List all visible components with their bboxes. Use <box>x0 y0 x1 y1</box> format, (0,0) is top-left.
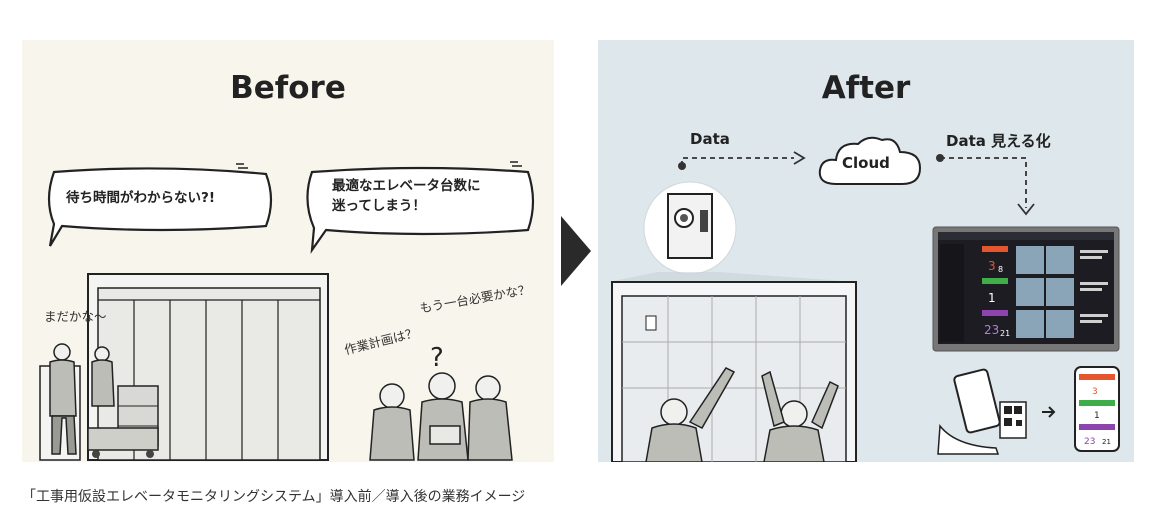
data-flow-lines <box>678 151 1035 216</box>
speech-madaka: まだかな〜 <box>44 309 107 324</box>
svg-text:23: 23 <box>984 323 999 337</box>
bubble-count-line2: 迷ってしまう！ <box>332 198 426 214</box>
cloud-icon <box>818 136 922 185</box>
svg-text:3: 3 <box>988 259 996 273</box>
after-panel: After Data Data 見える化 Cloud <box>598 40 1134 462</box>
elevator-shaft-illustration: ? <box>39 273 513 461</box>
svg-text:3: 3 <box>1092 387 1098 397</box>
svg-text:?: ? <box>430 343 444 373</box>
bubble-count-line1: 最適なエレベータ台数に <box>332 178 481 194</box>
after-title: After <box>821 70 911 106</box>
smartphone-icon: 3 1 23 21 <box>1074 366 1120 452</box>
visualize-label: Data 見える化 <box>946 132 1051 150</box>
svg-text:21: 21 <box>1102 438 1111 446</box>
before-after-arrow-icon <box>561 216 591 286</box>
sensor-icon <box>643 181 737 275</box>
svg-text:8: 8 <box>998 265 1003 274</box>
elevator-after-illustration <box>608 272 858 462</box>
dashboard-monitor-icon: 3 8 1 23 21 <box>932 226 1120 352</box>
before-title: Before <box>230 70 346 106</box>
cloud-label: Cloud <box>842 154 890 172</box>
bubble-wait-text: 待ち時間がわからない?! <box>66 190 215 206</box>
svg-text:1: 1 <box>1094 411 1100 421</box>
data-label: Data <box>690 130 730 148</box>
figure-caption: 「工事用仮設エレベータモニタリングシステム」導入前／導入後の業務イメージ <box>22 489 526 505</box>
svg-text:21: 21 <box>1000 329 1010 338</box>
speech-bubble-wait <box>47 163 273 247</box>
qr-scan-illustration <box>937 368 1056 455</box>
svg-text:1: 1 <box>988 291 996 305</box>
speech-bubble-count <box>306 161 535 254</box>
svg-text:23: 23 <box>1084 437 1095 447</box>
before-panel: Before 待ち時間がわからない?! 最適なエレベータ台数に 迷ってしまう！ <box>22 40 554 462</box>
qr-code-icon <box>999 401 1027 439</box>
bubble-count-text: 最適なエレベータ台数に 迷ってしまう！ <box>332 176 481 216</box>
